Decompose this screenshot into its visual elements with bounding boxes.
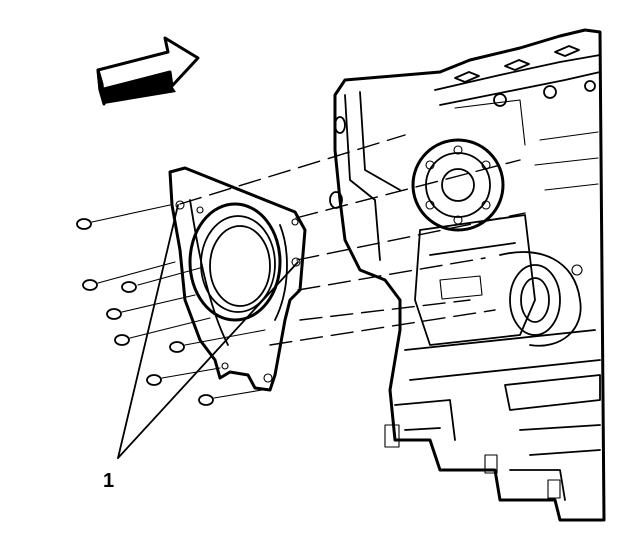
bolt-7 xyxy=(146,367,221,386)
bolt-8 xyxy=(198,389,263,406)
callout-1: 1 xyxy=(103,204,299,492)
front-direction-arrow-icon xyxy=(96,36,200,106)
callout-label: 1 xyxy=(103,470,114,492)
bolt-5 xyxy=(114,317,211,346)
bolt-4 xyxy=(106,294,196,320)
engine-block xyxy=(329,28,606,522)
bolt-set xyxy=(76,204,266,406)
bolt-2 xyxy=(82,261,176,291)
bolt-1 xyxy=(76,204,171,230)
rear-cover-housing xyxy=(168,166,307,392)
bolt-6 xyxy=(169,329,266,353)
bolt-3 xyxy=(121,267,201,293)
alignment-lines xyxy=(179,134,526,346)
